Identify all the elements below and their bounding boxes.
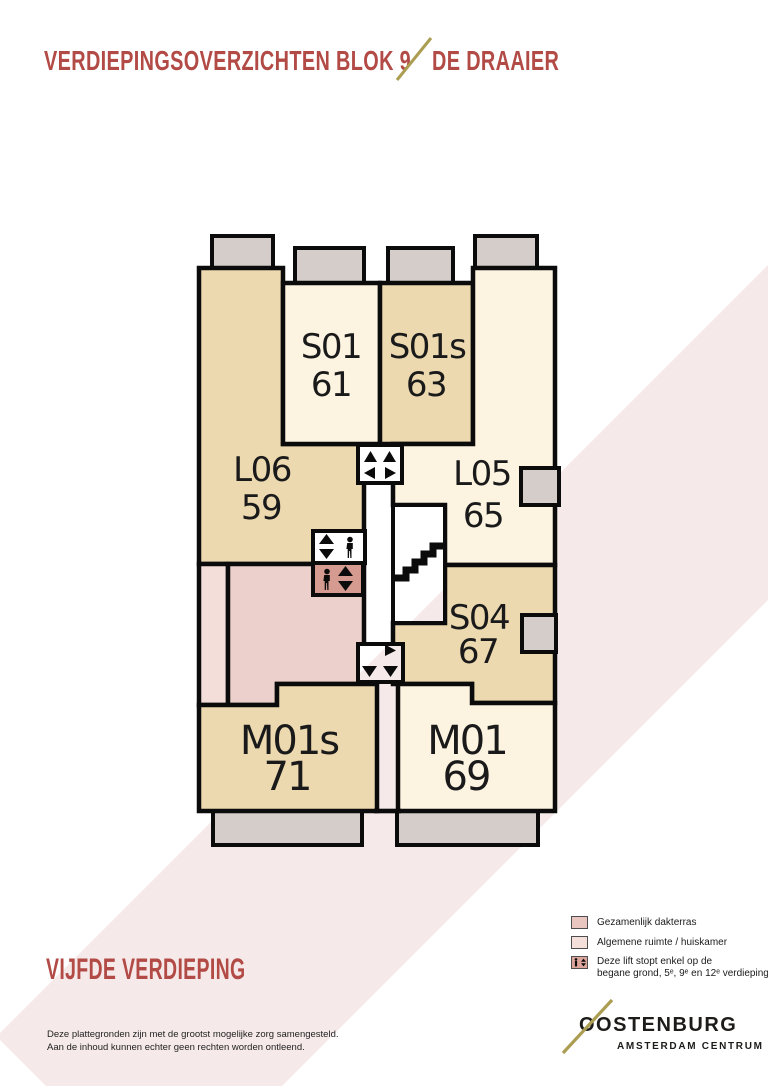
legend-label: Deze lift stopt enkel op de begane grond…	[597, 956, 768, 980]
stairwell	[391, 503, 447, 625]
common-room-swatch	[571, 936, 588, 949]
unit-number-65: 65	[463, 496, 503, 536]
unit-label-s04: S04	[449, 598, 509, 638]
balcony-top-1	[210, 234, 275, 272]
stairs-icon	[394, 542, 444, 582]
elevator-arrows-icon	[364, 451, 396, 479]
person-icon	[323, 568, 330, 590]
common-room-area	[196, 561, 231, 708]
logo-wordmark: OOSTENBURG	[579, 1014, 738, 1036]
legend-item-common-room: Algemene ruimte / huiskamer	[571, 936, 727, 949]
unit-label-l05: L05	[453, 454, 511, 494]
logo-slash-icon	[561, 998, 614, 1055]
unit-label-m01s: M01s	[240, 718, 338, 764]
legend-label: Gezamenlijk dakterras	[597, 916, 697, 928]
legend-line-2: begane grond, 5ᵉ, 9ᵉ en 12ᵉ verdieping	[597, 968, 768, 979]
header: VERDIEPINGSOVERZICHTEN BLOK 9 DE DRAAIER	[0, 0, 768, 100]
legend-label: Algemene ruimte / huiskamer	[597, 936, 728, 948]
logo-subtitle: AMSTERDAM CENTRUM	[617, 1041, 764, 1052]
disclaimer-line-2: Aan de inhoud kunnen echter geen rechten…	[47, 1042, 305, 1053]
up-down-arrows-icon	[319, 534, 334, 559]
elevator-arrows-icon	[362, 644, 398, 677]
balcony-top-4	[473, 234, 539, 272]
footer-disclaimer: Deze plattegronden zijn met de grootst m…	[47, 1028, 339, 1054]
outer-wall-segment	[374, 808, 401, 814]
unit-number-61: 61	[311, 365, 351, 405]
unit-label-m01: M01	[427, 718, 506, 764]
unit-label-s01s: S01s	[389, 327, 466, 367]
unit-number-59: 59	[241, 488, 281, 528]
elevator-box-white	[311, 529, 367, 565]
slash-icon	[395, 37, 433, 81]
stair-box-border	[391, 503, 447, 625]
elevator-box	[356, 443, 404, 485]
restricted-elevator-box	[311, 561, 365, 597]
balcony-bottom-right	[395, 809, 540, 847]
elevator-box	[311, 529, 367, 565]
terrace-swatch	[571, 916, 588, 929]
unit-s01-area	[280, 280, 383, 447]
unit-number-63: 63	[406, 365, 446, 405]
balcony-right-2	[520, 613, 558, 654]
balcony-bottom-left	[211, 809, 364, 847]
balcony-top-2	[293, 246, 366, 285]
band-through-stairs	[410, 588, 445, 623]
project-name: DE DRAAIER	[432, 45, 560, 76]
balcony-right-1	[519, 466, 561, 507]
page-title: VERDIEPINGSOVERZICHTEN BLOK 9	[44, 45, 412, 76]
legend-item-restricted-lift: Deze lift stopt enkel op de begane grond…	[571, 956, 768, 980]
balcony-top-3	[386, 246, 455, 285]
corridor-upper	[364, 483, 393, 645]
person-icon	[346, 536, 353, 558]
unit-number-67: 67	[458, 632, 498, 672]
elevator-shaft-top	[356, 443, 404, 485]
elevator-box-border	[356, 642, 405, 684]
restricted-lift-icon	[571, 956, 588, 969]
unit-label-l06: L06	[233, 450, 291, 490]
up-down-arrows-icon	[338, 566, 353, 591]
floor-title: VIJFDE VERDIEPING	[46, 953, 246, 986]
elevator-box	[311, 561, 365, 597]
legend-line-1: Deze lift stopt enkel op de	[597, 956, 713, 967]
unit-number-71: 71	[264, 754, 311, 800]
unit-label-s01: S01	[301, 327, 361, 367]
unit-number-69: 69	[443, 754, 490, 800]
disclaimer-line-1: Deze plattegronden zijn met de grootst m…	[47, 1029, 339, 1040]
elevator-shaft-bottom	[356, 642, 405, 684]
legend-item-shared-terrace: Gezamenlijk dakterras	[571, 916, 696, 929]
